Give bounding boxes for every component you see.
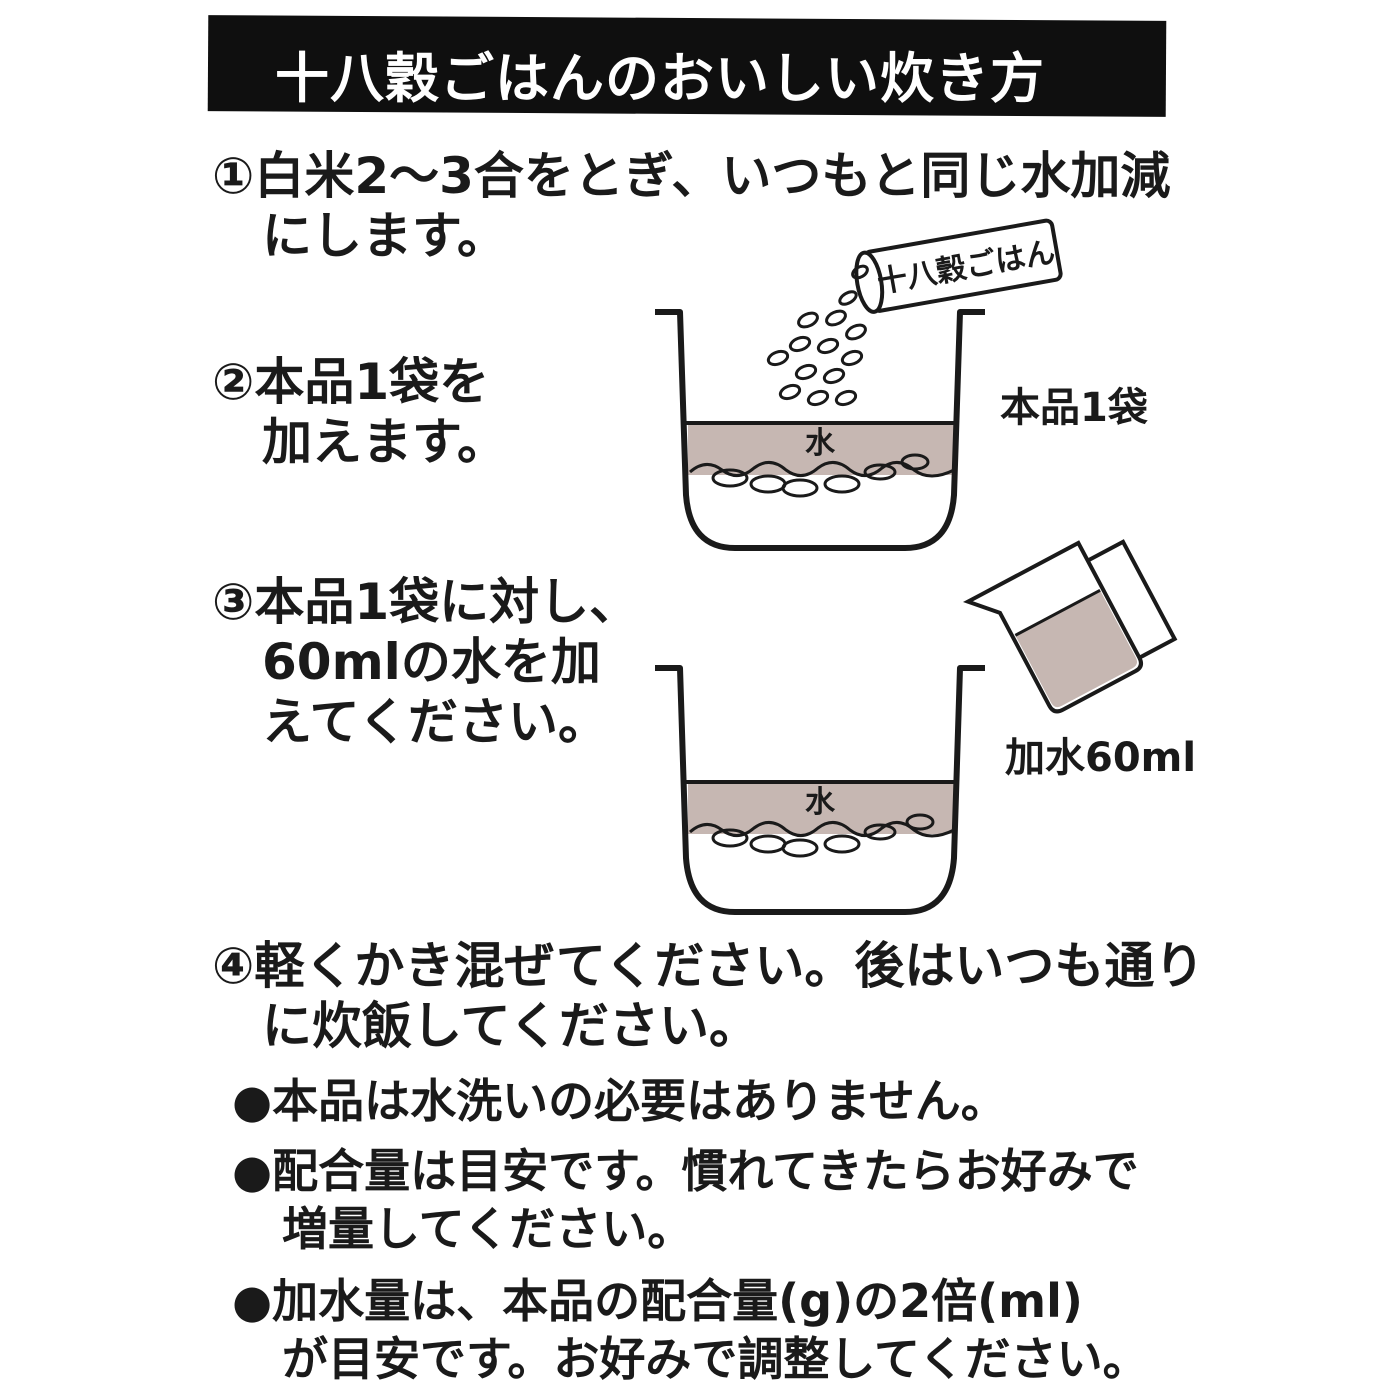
measuring-cup-illustration <box>962 539 1178 714</box>
step-3-number: ③ <box>212 573 255 631</box>
step-4: ④軽くかき混ぜてください。後はいつも通り に炊飯してください。 <box>212 936 1204 1056</box>
note-3-line-1: 加水量は、本品の配合量(g)の2倍(ml) <box>272 1274 1083 1328</box>
bullet-icon: ● <box>232 1074 273 1128</box>
pot-1-grains <box>711 453 930 498</box>
step-3: ③本品1袋に対し、 60mlの水を加 えてください。 <box>212 572 639 752</box>
cup-handle <box>1086 539 1178 660</box>
step-3-line-2: 60mlの水を加 <box>262 633 601 691</box>
step-1-line-1: 白米2〜3合をとぎ、いつもと同じ水加減 <box>254 147 1171 205</box>
pot-1-body <box>655 309 985 551</box>
step-2-number: ② <box>212 353 255 411</box>
label-add-packet: 本品1袋 <box>1000 385 1148 431</box>
pot-2-body <box>655 665 985 915</box>
pot-2-illustration: 水 <box>655 665 985 915</box>
falling-grains <box>766 264 869 407</box>
step-4-line-1: 軽くかき混ぜてください。後はいつも通り <box>254 937 1205 995</box>
step-1: ①白米2〜3合をとぎ、いつもと同じ水加減 にします。 <box>212 146 1170 266</box>
pot-1-water-label: 水 <box>805 426 836 461</box>
step-3-line-1: 本品1袋に対し、 <box>254 573 640 631</box>
step-4-number: ④ <box>212 937 255 995</box>
note-1-line-1: 本品は水洗いの必要はありません。 <box>272 1074 1007 1128</box>
note-2: ●配合量は目安です。慣れてきたらお好みで 増量してください。 <box>232 1142 1139 1258</box>
step-3-line-3: えてください。 <box>262 693 608 751</box>
pot-2-grains <box>711 813 935 858</box>
note-2-line-2: 増量してください。 <box>282 1202 694 1256</box>
pot-2-water-label: 水 <box>805 785 836 820</box>
step-1-number: ① <box>212 147 255 205</box>
note-3-line-2: が目安です。お好みで調整してください。 <box>282 1332 1149 1386</box>
label-add-water: 加水60ml <box>1005 735 1197 781</box>
note-1: ●本品は水洗いの必要はありません。 <box>232 1072 1007 1130</box>
bullet-icon: ● <box>232 1274 273 1328</box>
step-4-line-2: に炊飯してください。 <box>262 997 759 1055</box>
packet-illustration: 十八穀ごはん <box>766 218 1063 407</box>
step-1-line-2: にします。 <box>262 207 507 265</box>
step-2: ②本品1袋を 加えます。 <box>212 352 507 472</box>
pot-1-illustration: 水 <box>655 309 985 551</box>
page-title: 十八穀ごはんのおいしい炊き方 <box>275 47 1045 110</box>
note-3: ●加水量は、本品の配合量(g)の2倍(ml) が目安です。お好みで調整してくださ… <box>232 1272 1149 1388</box>
step-2-line-2: 加えます。 <box>262 413 507 471</box>
step-2-line-1: 本品1袋を <box>254 353 490 411</box>
bullet-icon: ● <box>232 1144 273 1198</box>
note-2-line-1: 配合量は目安です。慣れてきたらお好みで <box>272 1144 1139 1198</box>
